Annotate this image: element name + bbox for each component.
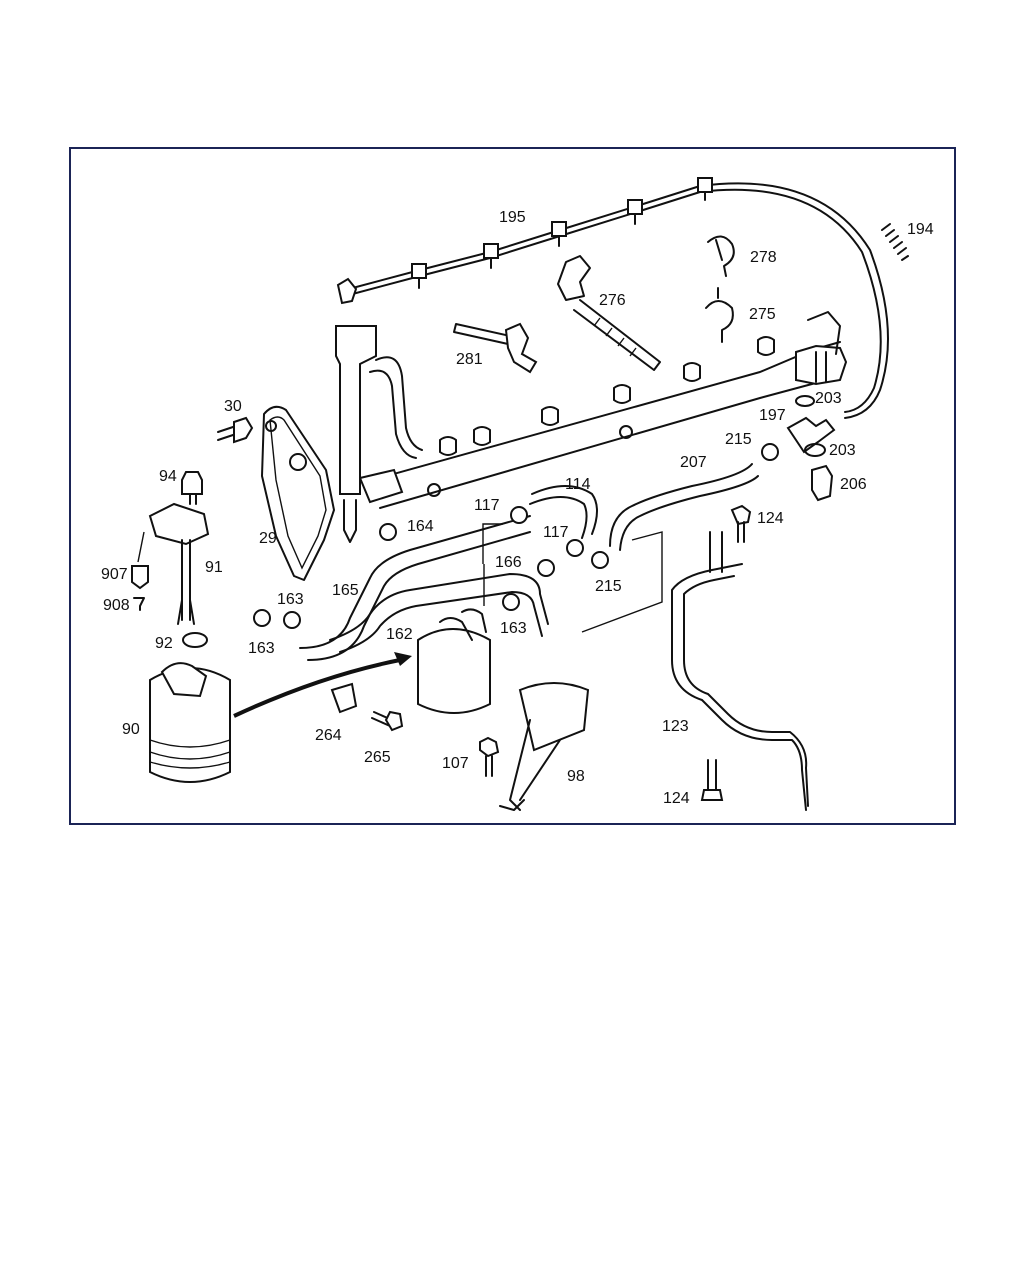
pin-908 <box>133 597 145 611</box>
bolt-265 <box>371 710 404 732</box>
label-162: 162 <box>386 626 413 643</box>
label-207: 207 <box>680 454 707 471</box>
label-276: 276 <box>599 292 626 309</box>
label-124: 124 <box>663 790 690 807</box>
label-117: 117 <box>474 497 500 514</box>
label-203: 203 <box>829 442 856 459</box>
diagram-frame <box>69 147 956 825</box>
bracket-264 <box>330 682 358 714</box>
holder-276 <box>557 255 661 371</box>
plug-907 <box>131 565 149 590</box>
washer-203 <box>804 443 826 457</box>
screw-94 <box>181 471 203 505</box>
sensor-91 <box>137 502 210 625</box>
label-265: 265 <box>364 749 391 766</box>
holder-98 <box>499 682 590 811</box>
banjo-bolt-206 <box>811 464 834 502</box>
label-30: 30 <box>224 398 242 415</box>
hose-166 <box>329 573 549 653</box>
label-94: 94 <box>159 468 177 485</box>
clip-275 <box>705 287 734 343</box>
return-connector <box>627 199 643 225</box>
elbow-197 <box>786 416 836 454</box>
clip-278 <box>707 235 735 277</box>
label-90: 90 <box>122 721 140 738</box>
cable-tie-281 <box>453 322 538 374</box>
gasket-29 <box>261 405 335 581</box>
clamp-215 <box>591 551 609 569</box>
hose-207 <box>609 463 759 551</box>
rail-port <box>613 384 631 404</box>
label-195: 195 <box>499 209 526 226</box>
fuel-rail <box>358 311 848 509</box>
arrow-indicator <box>233 652 412 718</box>
label-114: 114 <box>565 476 591 493</box>
clamp-164 <box>379 523 397 541</box>
return-connector <box>483 243 499 269</box>
label-92: 92 <box>155 635 173 652</box>
label-275: 275 <box>749 306 776 323</box>
label-117: 117 <box>543 524 569 541</box>
label-215: 215 <box>595 578 622 595</box>
label-281: 281 <box>456 351 483 368</box>
label-165: 165 <box>332 582 359 599</box>
bolt-124 <box>730 504 752 543</box>
part-labels: 195 194 278 276 275 281 203 197 203 215 … <box>101 209 934 807</box>
clamp-166 <box>537 559 555 577</box>
return-line-195 <box>336 177 889 419</box>
leader-lines <box>482 523 663 633</box>
label-908: 908 <box>103 597 130 614</box>
bolt-30 <box>217 416 254 444</box>
label-98: 98 <box>567 768 585 785</box>
washer-203 <box>795 395 815 407</box>
label-215: 215 <box>725 431 752 448</box>
rail-port <box>541 406 559 426</box>
rail-port <box>473 426 491 446</box>
label-203: 203 <box>815 390 842 407</box>
label-123: 123 <box>662 718 689 735</box>
rail-port <box>439 436 457 456</box>
label-91: 91 <box>205 559 223 576</box>
fuel-filter-90 <box>149 662 231 783</box>
hose-114 <box>529 485 598 539</box>
label-29: 29 <box>259 530 277 547</box>
bolt-107 <box>479 736 500 777</box>
label-124: 124 <box>757 510 784 527</box>
clamp-117 <box>566 539 584 557</box>
label-206: 206 <box>840 476 867 493</box>
filter-housing-162 <box>417 608 491 714</box>
clamp-117 <box>510 506 528 524</box>
label-163: 163 <box>277 591 304 608</box>
rail-port <box>757 336 775 356</box>
label-264: 264 <box>315 727 342 744</box>
bolt-124 <box>700 759 724 801</box>
label-164: 164 <box>407 518 434 535</box>
clamp-163 <box>253 609 271 627</box>
clamp-163 <box>502 593 520 611</box>
return-connector <box>697 177 713 201</box>
seal-ring-92 <box>182 632 208 648</box>
clamp-163 <box>283 611 301 629</box>
label-907: 907 <box>101 566 128 583</box>
label-166: 166 <box>495 554 522 571</box>
return-connector <box>411 263 427 289</box>
label-194: 194 <box>907 221 934 238</box>
pipe-bracket-123 <box>671 531 809 811</box>
label-107: 107 <box>442 755 469 772</box>
injector <box>335 325 423 543</box>
clamp-215 <box>761 443 779 461</box>
label-163: 163 <box>500 620 527 637</box>
hose-165 <box>299 515 531 661</box>
label-163: 163 <box>248 640 275 657</box>
label-197: 197 <box>759 407 786 424</box>
spring-194 <box>881 223 909 261</box>
rail-port <box>683 362 701 382</box>
label-278: 278 <box>750 249 777 266</box>
return-connector <box>551 221 567 247</box>
